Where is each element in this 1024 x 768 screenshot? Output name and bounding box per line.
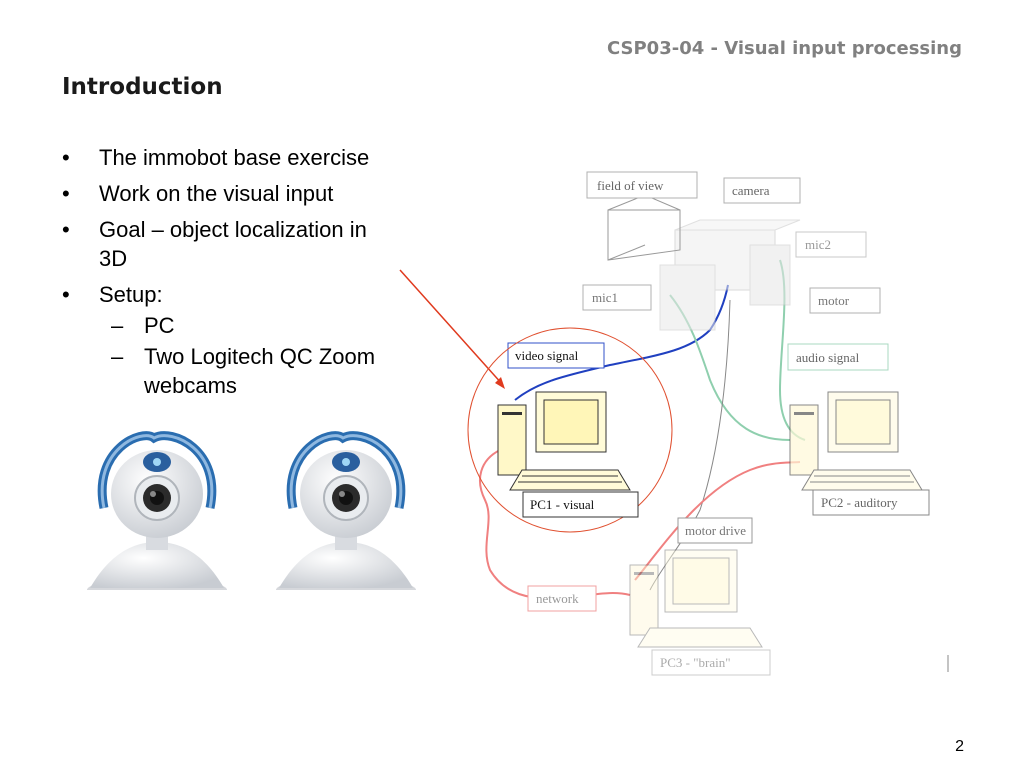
- pointer-arrow: [399, 269, 505, 389]
- bullet-text: Goal – object localization in 3D: [99, 217, 367, 271]
- pc2-computer: [789, 391, 923, 491]
- page-number: 2: [955, 738, 964, 755]
- bullet-list: •The immobot base exercise •Work on the …: [62, 143, 442, 407]
- label-mic2: mic2: [805, 237, 831, 252]
- system-diagram: field of view camera mic2 mic1 motor vid…: [467, 171, 949, 676]
- pc3-computer: [629, 549, 763, 648]
- label-mic1: mic1: [592, 290, 618, 305]
- label-video-signal: video signal: [515, 348, 579, 363]
- sub-bullet-text: Two Logitech QC Zoom webcams: [144, 344, 376, 398]
- label-motor: motor: [818, 293, 850, 308]
- sub-bullet-item: –Two Logitech QC Zoom webcams: [111, 344, 376, 398]
- slide-title: Introduction: [62, 74, 223, 100]
- bullet-item: •Work on the visual input: [62, 181, 334, 206]
- label-pc3: PC3 - "brain": [660, 655, 731, 670]
- webcam-image: [276, 431, 416, 590]
- bullet-item: •The immobot base exercise: [62, 145, 370, 170]
- slide-header: CSP03-04 - Visual input processing: [606, 38, 962, 59]
- bullet-item: •Setup: –PC –Two Logitech QC Zoom webcam…: [62, 280, 442, 400]
- webcam-image: [87, 431, 227, 590]
- label-field-of-view: field of view: [597, 178, 664, 193]
- bullet-item: •Goal – object localization in 3D: [62, 217, 367, 271]
- label-network: network: [536, 591, 579, 606]
- label-audio-signal: audio signal: [796, 350, 860, 365]
- label-pc2: PC2 - auditory: [821, 495, 898, 510]
- label-motor-drive: motor drive: [685, 523, 746, 538]
- bullet-text: The immobot base exercise: [99, 145, 370, 170]
- label-camera: camera: [732, 183, 770, 198]
- label-pc1: PC1 - visual: [530, 497, 595, 512]
- bullet-text: Setup:: [99, 282, 163, 307]
- sub-bullet-list: –PC –Two Logitech QC Zoom webcams: [99, 311, 442, 400]
- bullet-text: Work on the visual input: [99, 181, 334, 206]
- sub-bullet-item: –PC: [111, 313, 175, 338]
- sub-bullet-text: PC: [144, 313, 175, 338]
- pc1-computer: [497, 391, 631, 491]
